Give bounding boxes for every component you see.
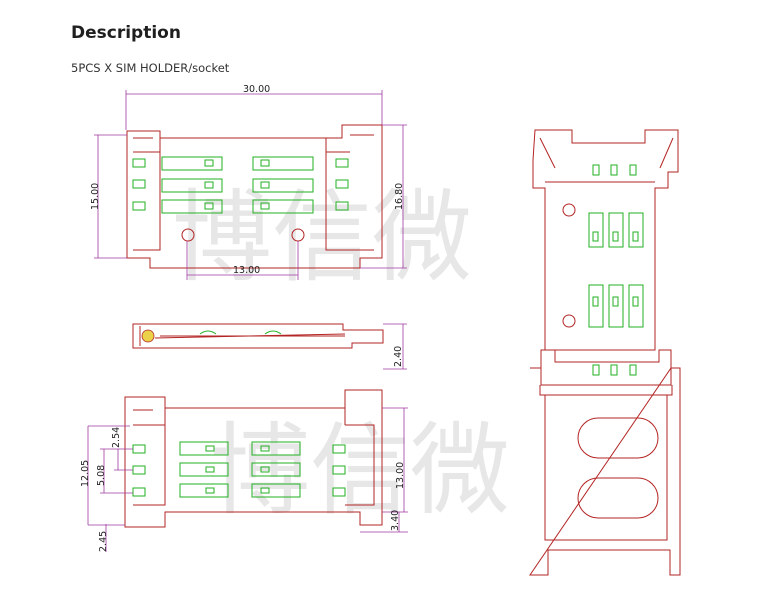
dim-bottom-height: 13.00: [395, 462, 406, 489]
svg-text:博信微: 博信微: [172, 179, 472, 296]
section-title: Description: [71, 23, 181, 43]
dim-bottom-tab: 3.40: [390, 510, 401, 531]
dim-bottom-span: 5.08: [96, 465, 107, 486]
dim-top-bottom-width: 13.00: [233, 265, 260, 276]
dim-bottom-offset: 2.45: [98, 531, 109, 552]
product-description: 5PCS X SIM HOLDER/socket: [71, 61, 230, 75]
watermark: 博信微 博信微: [172, 179, 510, 529]
svg-text:博信微: 博信微: [210, 412, 510, 529]
dim-bottom-pitch: 2.54: [111, 427, 122, 448]
dim-side-height: 2.40: [393, 346, 404, 367]
side-view: 2.40: [132, 323, 407, 370]
open-holder-view: [529, 129, 681, 576]
top-view: 30.00 15.00 16.80 13.00: [90, 84, 407, 280]
dim-top-width: 30.00: [243, 84, 270, 95]
dim-top-left-height: 15.00: [90, 183, 101, 210]
dim-bottom-total: 12.05: [80, 460, 91, 487]
bottom-view: 12.05 5.08 2.54 2.45 13.00 3.40: [80, 389, 408, 552]
dim-top-right-height: 16.80: [394, 183, 405, 210]
